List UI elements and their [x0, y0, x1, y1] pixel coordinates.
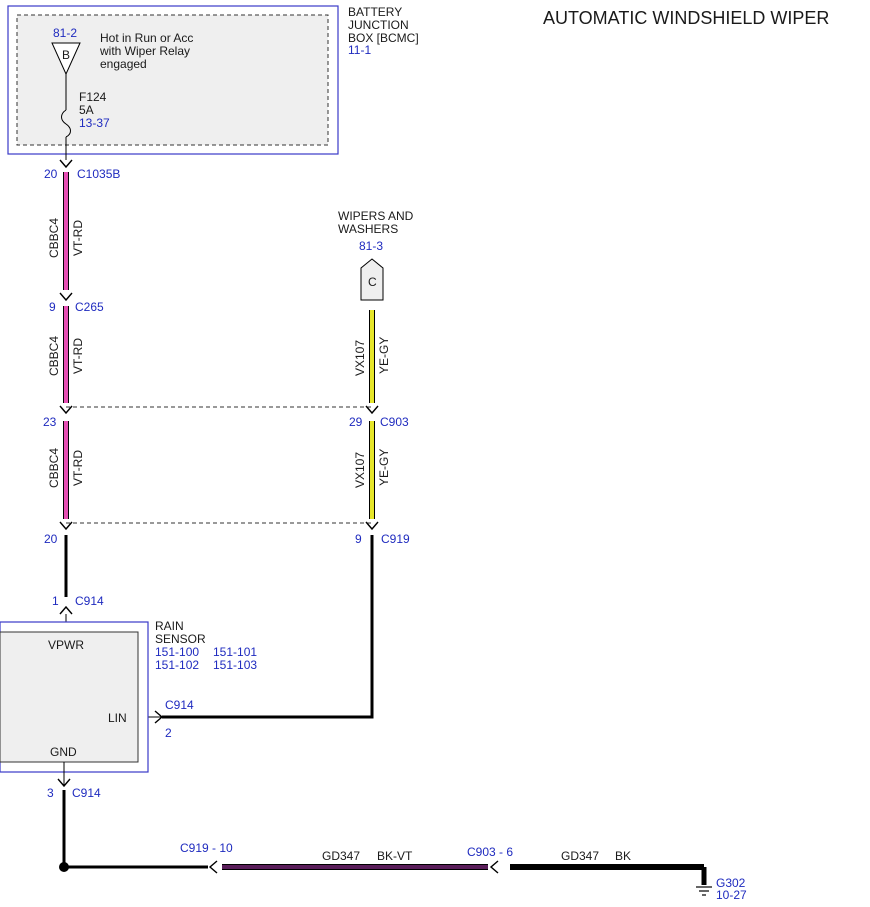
wipers-c-letter: C [368, 275, 377, 289]
c903-left-chevron-icon[interactable] [59, 405, 73, 415]
wire-vx107-circuit-label-1: VX107 [353, 340, 367, 376]
hot-condition-line-3: engaged [100, 57, 147, 71]
rain-sensor-inner-box [0, 631, 139, 763]
wire-cbbc4-circuit-label-2: CBBC4 [47, 336, 61, 376]
rain-sensor-name-line-2: SENSOR [155, 632, 206, 646]
c914-connector-link-top[interactable]: C914 [75, 594, 104, 608]
rain-sensor-name-line-1: RAIN [155, 619, 184, 633]
c919-splice-link[interactable]: C919 - 10 [180, 841, 233, 855]
ground-name-link[interactable]: G302 [716, 876, 746, 890]
source-ref-link[interactable]: 81-2 [53, 26, 77, 40]
wire-vx107-color-label-1: YE-GY [377, 337, 391, 374]
battery-junction-box[interactable] [7, 5, 339, 155]
c919-splice-chevron-icon[interactable] [208, 860, 218, 874]
rain-sensor-ref-link-1[interactable]: 151-100 [155, 645, 199, 659]
c919-right-chevron-icon[interactable] [365, 521, 379, 531]
ground-ref-link[interactable]: 10-27 [716, 888, 747, 902]
c914-pin1-label: 1 [52, 594, 59, 608]
c919-left-pin-label: 20 [44, 532, 58, 546]
rain-sensor-ref-link-3[interactable]: 151-102 [155, 658, 199, 672]
ground-symbol-icon[interactable] [696, 886, 712, 896]
fuse-f124-icon[interactable] [61, 109, 71, 138]
c903-right-pin-label: 29 [349, 415, 363, 429]
bjb-name-line-2: JUNCTION [348, 18, 409, 32]
c265-connector-link[interactable]: C265 [75, 300, 104, 314]
rain-sensor-gnd-pin: GND [50, 745, 77, 759]
wire-cbbc4-circuit-label-1: CBBC4 [47, 218, 61, 258]
c903-connector-link[interactable]: C903 [380, 415, 409, 429]
hot-condition-line-1: Hot in Run or Acc [100, 31, 193, 45]
wipers-ref-link[interactable]: 81-3 [359, 239, 383, 253]
c914-connector-link-lin[interactable]: C914 [165, 698, 194, 712]
c914-pin3-label: 3 [47, 786, 54, 800]
rain-sensor-vpwr-pin: VPWR [48, 638, 84, 652]
wire-cbbc4-color-label-1: VT-RD [71, 220, 85, 256]
wire-cbbc4-circuit-label-3: CBBC4 [47, 448, 61, 488]
wipers-c-pentagon-icon[interactable] [360, 258, 384, 301]
c919-connector-link[interactable]: C919 [381, 532, 410, 546]
rain-sensor-lin-pin: LIN [108, 711, 127, 725]
wire-cbbc4-color-label-3: VT-RD [71, 450, 85, 486]
wire-gd347-color-label-1: BK-VT [377, 849, 413, 863]
c903-splice-link[interactable]: C903 - 6 [467, 845, 513, 859]
diagram-title: AUTOMATIC WINDSHIELD WIPER [543, 8, 829, 28]
wire-vx107-color-label-2: YE-GY [377, 449, 391, 486]
wire-lin-black[interactable] [162, 535, 374, 719]
c903-right-chevron-icon[interactable] [365, 405, 379, 415]
rain-sensor-ref-link-4[interactable]: 151-103 [213, 658, 257, 672]
c1035b-connector-chevron-icon[interactable] [59, 159, 73, 169]
bjb-name-line-3: BOX [BCMC] [348, 31, 419, 45]
hot-condition-line-2: with Wiper Relay [99, 44, 190, 58]
c903-left-pin-label: 23 [43, 415, 57, 429]
c903-splice-chevron-icon[interactable] [489, 860, 499, 874]
c1035b-connector-link[interactable]: C1035B [77, 167, 120, 181]
wire-gd347-color-label-2: BK [615, 849, 631, 863]
source-b-letter: B [62, 48, 70, 62]
c1035b-pin-label: 20 [44, 167, 58, 181]
c914-connector-link-gnd[interactable]: C914 [72, 786, 101, 800]
c919-left-chevron-icon[interactable] [59, 521, 73, 531]
c265-connector-chevron-icon[interactable] [59, 292, 73, 302]
bjb-inner-box [16, 14, 329, 146]
fuse-ref-link[interactable]: 13-37 [79, 116, 110, 130]
wipers-name-line-2: WASHERS [338, 222, 398, 236]
c914-pin2-label: 2 [165, 726, 172, 740]
fuse-name: F124 [79, 90, 107, 104]
wire-gd347-circuit-label-2: GD347 [561, 849, 599, 863]
c914-pin3-chevron-icon[interactable] [57, 778, 71, 788]
wire-vx107-circuit-label-2: VX107 [353, 452, 367, 488]
source-b-triangle-icon [51, 42, 81, 76]
c919-right-pin-label: 9 [355, 532, 362, 546]
fuse-rating: 5A [79, 103, 94, 117]
bjb-name-line-1: BATTERY [348, 5, 402, 19]
c914-pin1-chevron-icon[interactable] [59, 605, 73, 615]
wipers-name-line-1: WIPERS AND [338, 209, 414, 223]
bjb-ref-link[interactable]: 11-1 [348, 43, 371, 57]
rain-sensor-ref-link-2[interactable]: 151-101 [213, 645, 257, 659]
wire-gd347-circuit-label-1: GD347 [322, 849, 360, 863]
wire-cbbc4-color-label-2: VT-RD [71, 338, 85, 374]
c265-pin-label: 9 [49, 300, 56, 314]
